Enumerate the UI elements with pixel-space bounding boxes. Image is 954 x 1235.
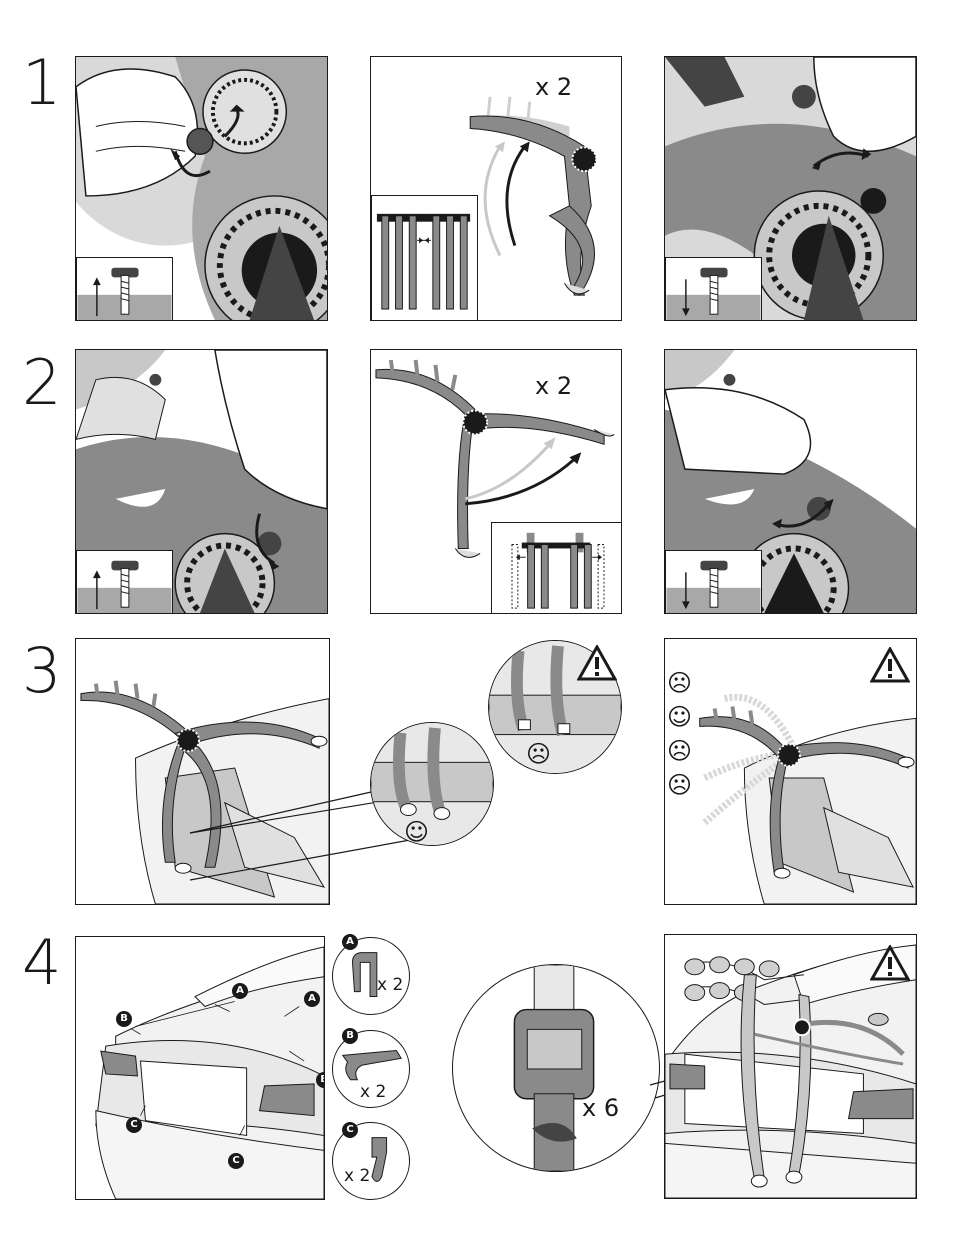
step1-inset-arms-pinch [371,195,478,320]
clip-b-letter: B [342,1028,358,1044]
step4-strap-buckle-callout [452,964,660,1172]
step3-panel-position-on-car [75,638,330,905]
clip-c-count: x 2 [344,1166,371,1186]
step2-inset-arms-spread [491,522,621,613]
frowny-face-icon: ☹ [667,771,693,799]
rotating-arm-illustration [469,96,598,297]
step1-panel-loosen-knob [75,56,328,321]
smiley-face-icon: ☺ [404,818,430,846]
step1-panel-tighten-knob [664,56,917,321]
step1-panel-rotate-arm: x 2 [370,56,622,321]
step2-panel-loosen-knob [75,349,328,614]
step1-inset-knob-down [665,257,762,320]
step-number-3: 3 [22,634,62,707]
step-number-2: 2 [22,346,62,419]
strap-multiplier-label: x 6 [582,1094,620,1122]
rack-on-car-illustration [80,680,329,904]
step4-panel-final-install [664,934,917,1199]
warning-triangle-icon [870,945,910,981]
smiley-face-icon: ☺ [667,703,693,731]
car-marker-a-2: A [304,991,320,1007]
step4-panel-strap-points: A A B B C C [75,936,325,1200]
step1-inset-knob-up [76,257,173,320]
step2-inset-knob-down [665,550,762,613]
clip-a-letter: A [342,934,358,950]
step2-inset-knob-up [76,550,173,613]
warning-triangle-icon [577,645,617,681]
clip-b-callout [332,1030,410,1108]
step1-multiplier-label: x 2 [535,73,573,101]
step2-panel-rotate-lower-arm: x 2 [370,349,622,614]
clip-c-letter: C [342,1122,358,1138]
clip-b-count: x 2 [360,1082,387,1102]
rack-angle-options-illustration [699,693,916,904]
step2-panel-tighten-knob [664,349,917,614]
rack-installed-car-illustration [665,944,916,1198]
car-marker-c-2: C [228,1153,244,1169]
step-number-4: 4 [22,926,62,999]
rotating-lower-arm-illustration [375,359,615,558]
step2-multiplier-label: x 2 [535,372,573,400]
hand-tightening-knob-illustration [665,57,916,320]
clip-a-callout [332,937,410,1015]
car-marker-c-1: C [126,1117,142,1133]
clip-c-callout [332,1122,410,1200]
frowny-face-icon: ☹ [526,740,552,768]
strap-buckle-illustration [513,965,595,1171]
step3-panel-angle-check: ☹ ☺ ☹ ☹ [664,638,917,905]
frowny-face-icon: ☹ [667,737,693,765]
step-number-1: 1 [22,46,62,119]
step3-callout-correct-position [370,722,494,846]
clip-a-count: x 2 [377,975,404,995]
warning-triangle-icon [870,647,910,683]
hand-turning-knob-illustration [76,57,327,320]
car-rear-strap-points-illustration [95,946,324,1199]
car-marker-a-1: A [232,983,248,999]
frowny-face-icon: ☹ [667,669,693,697]
car-marker-b-1: B [116,1011,132,1027]
car-marker-b-2: B [316,1072,324,1088]
